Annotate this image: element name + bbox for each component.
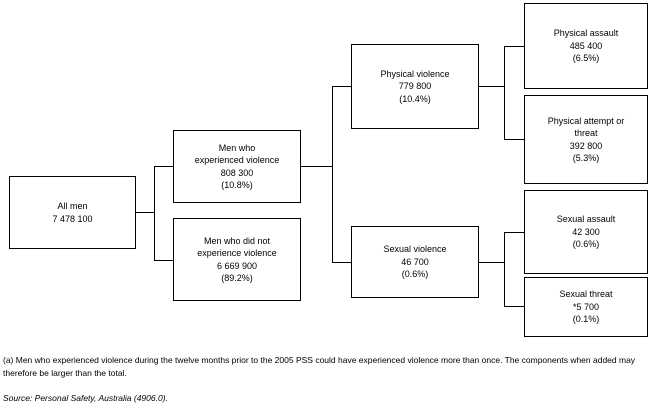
node-sexual-threat-percent: (0.1%) — [572, 314, 600, 325]
node-physical-attempt-label-2: threat — [574, 128, 598, 138]
connector-to-not-experienced — [154, 260, 173, 261]
node-physical-assault-label: Physical assault — [553, 28, 619, 39]
connector-to-sexual-violence — [332, 262, 351, 263]
connector-to-sexual-assault — [504, 232, 524, 233]
node-physical-violence-percent: (10.4%) — [399, 93, 431, 104]
node-physical-attempt-value: 392 800 — [569, 140, 603, 151]
node-physical-assault-percent: (6.5%) — [572, 53, 600, 64]
footnote-a: (a) Men who experienced violence during … — [3, 355, 636, 378]
connector-to-physical-violence — [332, 86, 351, 87]
node-sexual-assault: Sexual assault 42 300 (0.6%) — [524, 190, 648, 274]
node-men-not-experienced-violence-label-2: experience violence — [197, 248, 277, 258]
node-men-not-experienced-violence-label-1: Men who did not — [203, 235, 271, 246]
node-sexual-assault-percent: (0.6%) — [572, 239, 600, 250]
connector-all-men-riser — [154, 166, 155, 261]
connector-experienced-riser — [332, 86, 333, 263]
node-all-men-value: 7 478 100 — [52, 213, 93, 224]
node-physical-attempt-percent: (5.3%) — [572, 153, 600, 163]
node-sexual-assault-value: 42 300 — [572, 226, 600, 237]
node-physical-violence: Physical violence 779 800 (10.4%) — [351, 44, 479, 129]
node-men-not-experienced-violence-value: 6 669 900 — [216, 260, 258, 271]
node-physical-violence-value: 779 800 — [398, 81, 432, 92]
connector-physical-violence-stub — [479, 86, 505, 87]
node-physical-attempt-label-1: Physical attempt or — [547, 115, 625, 126]
node-physical-assault: Physical assault 485 400 (6.5%) — [524, 3, 648, 89]
connector-sexual-violence-riser — [504, 232, 505, 307]
node-physical-attempt-or-threat: Physical attempt or threat 392 800 (5.3%… — [524, 95, 648, 184]
node-men-not-experienced-violence-percent: (89.2%) — [221, 273, 253, 283]
connector-to-sexual-threat — [504, 306, 524, 307]
node-men-experienced-violence-value: 808 300 — [220, 167, 254, 178]
node-all-men-label: All men — [57, 201, 88, 211]
footnotes-block: (a) Men who experienced violence during … — [3, 354, 653, 405]
connector-to-physical-attempt — [504, 139, 524, 140]
node-sexual-violence-value: 46 700 — [401, 256, 429, 267]
connector-experienced-stub — [301, 166, 333, 167]
node-men-experienced-violence: Men who experienced violence 808 300 (10… — [173, 130, 301, 203]
node-sexual-violence-label: Sexual violence — [383, 244, 447, 255]
node-sexual-violence: Sexual violence 46 700 (0.6%) — [351, 226, 479, 298]
node-physical-assault-value: 485 400 — [569, 40, 603, 51]
connector-to-experienced — [154, 166, 173, 167]
node-men-not-experienced-violence: Men who did not experience violence 6 66… — [173, 218, 301, 301]
connector-all-men-stub — [136, 212, 155, 213]
flowchart-canvas: All men 7 478 100 Men who experienced vi… — [9, 3, 648, 337]
node-sexual-threat-value: *5 700 — [572, 301, 600, 312]
connector-physical-violence-riser — [504, 46, 505, 140]
node-physical-violence-label: Physical violence — [380, 68, 450, 79]
node-sexual-threat-label: Sexual threat — [559, 289, 613, 300]
node-men-experienced-violence-label-1: Men who — [218, 142, 256, 153]
node-men-experienced-violence-percent: (10.8%) — [221, 180, 253, 190]
node-sexual-threat: Sexual threat *5 700 (0.1%) — [524, 277, 648, 337]
node-all-men: All men 7 478 100 — [9, 176, 136, 249]
connector-sexual-violence-stub — [479, 262, 505, 263]
source-note: Source: Personal Safety, Australia (4906… — [3, 393, 168, 403]
connector-to-physical-assault — [504, 46, 524, 47]
node-men-experienced-violence-label-2: experienced violence — [194, 155, 280, 165]
node-sexual-violence-percent: (0.6%) — [401, 269, 429, 280]
node-sexual-assault-label: Sexual assault — [556, 214, 616, 225]
